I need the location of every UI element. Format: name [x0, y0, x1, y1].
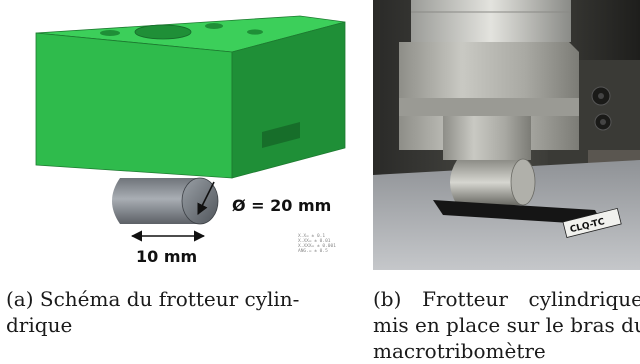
- holder-bottom: [443, 116, 531, 160]
- caption-b-line-1: (b) Frotteur cylindrique: [373, 287, 640, 311]
- figure-a: Ø = 20 mm 10 mm X.X= ± 0.1 X.XX= ± 0.01 …: [35, 15, 346, 266]
- caption-b-line-3: macrotribomètre: [373, 339, 546, 363]
- cad-schematic: Ø = 20 mm 10 mm X.X= ± 0.1 X.XX= ± 0.01 …: [35, 15, 346, 266]
- screw-center-icon: [600, 119, 606, 125]
- diameter-label: Ø = 20 mm: [232, 196, 331, 215]
- diameter-arrow: [197, 181, 215, 216]
- sample-tag-label-bg: [562, 207, 622, 239]
- caption-a-line-1: (a) Schéma du frotteur cylin-: [6, 287, 300, 311]
- screw-hole-left: [100, 30, 120, 36]
- block-right-face: [231, 21, 346, 179]
- width-label: 10 mm: [136, 247, 197, 266]
- caption-a: (a) Schéma du frotteur cylin- drique: [6, 286, 351, 338]
- roller-end-face: [181, 177, 219, 225]
- cylindrical-roller: [112, 177, 219, 225]
- center-hole: [134, 24, 192, 40]
- screw-hole-right: [205, 23, 223, 29]
- screw-hole-back: [247, 29, 263, 35]
- tolerance-line: X.XXX= ± 0.001: [298, 243, 336, 249]
- sample-strip: [433, 200, 603, 225]
- block-front-face: [35, 32, 233, 179]
- tolerance-line: ANG.= ± 0.5: [298, 248, 328, 254]
- figure-b: CLQ-TC: [373, 0, 640, 363]
- caption-b: (b) Frotteur cylindrique mis en place su…: [373, 286, 640, 364]
- caption-a-line-2: drique: [6, 313, 73, 337]
- green-block: [35, 15, 346, 179]
- photo-roller-face: [510, 158, 536, 206]
- tribometer-photo: CLQ-TC: [373, 0, 640, 270]
- block-slot: [262, 122, 300, 148]
- holder-step: [399, 98, 579, 116]
- screw-center-icon: [598, 93, 604, 99]
- caption-b-line-2: mis en place sur le bras du: [373, 313, 640, 337]
- tolerance-line: X.X= ± 0.1: [298, 233, 325, 239]
- tolerance-block: X.X= ± 0.1 X.XX= ± 0.01 X.XXX= ± 0.001 A…: [298, 233, 336, 254]
- tolerance-line: X.XX= ± 0.01: [298, 238, 331, 244]
- spindle-shaft: [411, 0, 571, 42]
- sample-tag: CLQ-TC: [562, 207, 622, 239]
- roller-body: [112, 178, 200, 224]
- photo-roller: [450, 160, 523, 205]
